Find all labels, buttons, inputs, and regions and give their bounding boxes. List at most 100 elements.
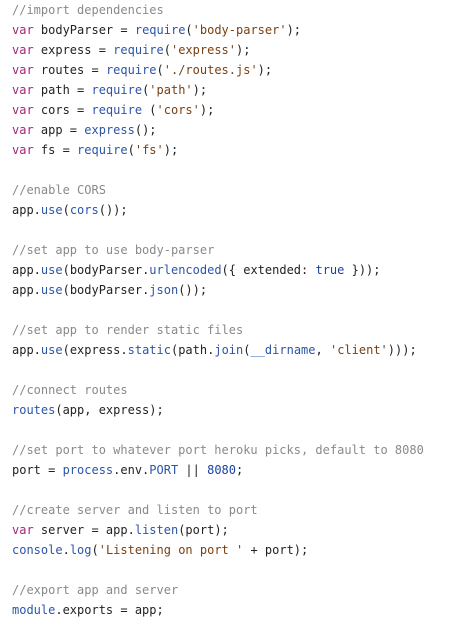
code-token-builtin: process [62,463,114,477]
code-line: var express = require('express'); [12,40,457,60]
code-token-plain: ); [286,23,302,37]
code-token-plain: cors = [33,103,92,117]
code-blank-line [12,220,457,240]
code-token-keyword: var [12,523,34,537]
code-blank-line [12,420,457,440]
code-token-plain: server = app. [33,523,135,537]
code-token-plain: .exports = app; [55,603,164,617]
code-token-builtin: PORT [149,463,179,477]
code-token-plain: ()); [178,283,208,297]
code-token-plain: ( [163,43,171,57]
code-token-comment: //import dependencies [12,3,164,17]
code-token-func: require [105,63,157,77]
code-token-plain: ( [127,143,135,157]
code-line: var routes = require('./routes.js'); [12,60,457,80]
code-token-plain: bodyParser = [33,23,135,37]
code-token-plain: (express. [62,343,128,357]
code-line: routes(app, express); [12,400,457,420]
code-token-plain: ({ extended: [221,263,316,277]
code-token-plain: ( [185,23,193,37]
code-line: //enable CORS [12,180,457,200]
code-token-plain: express = [33,43,114,57]
code-token-number: 8080 [207,463,236,477]
code-token-plain: ()); [98,203,128,217]
code-token-func: static [127,343,171,357]
code-token-comment: //set app to use body-parser [12,243,215,257]
code-token-func: use [40,263,63,277]
code-token-keyword: var [12,43,34,57]
code-token-plain: ; [236,463,244,477]
code-token-plain: (bodyParser. [62,283,150,297]
code-line: //create server and listen to port [12,500,457,520]
code-token-func: express [84,123,135,137]
code-token-plain: ( [243,343,251,357]
code-token-func: join [214,343,244,357]
code-line: //connect routes [12,380,457,400]
code-token-plain: ); [192,83,208,97]
code-token-plain: (path. [170,343,215,357]
code-token-comment: //set app to render static files [12,323,244,337]
code-line: app.use(cors()); [12,200,457,220]
code-token-plain: ); [257,63,273,77]
code-token-plain: app. [12,343,41,357]
code-token-func: use [40,203,63,217]
code-line: port = process.env.PORT || 8080; [12,460,457,480]
code-token-keyword: var [12,83,34,97]
code-line: var app = express(); [12,120,457,140]
code-line: //set port to whatever port heroku picks… [12,440,457,460]
code-token-keyword: var [12,63,34,77]
code-blank-line [12,480,457,500]
code-token-func: require [77,143,128,157]
code-token-plain: ( [91,543,99,557]
code-token-plain: app. [12,283,41,297]
code-token-keyword: var [12,103,34,117]
code-token-plain: routes = [33,63,106,77]
code-blank-line [12,360,457,380]
code-token-string: 'client' [329,343,388,357]
code-token-string: 'path' [149,83,193,97]
code-token-func: require [91,103,143,117]
code-token-plain: (); [134,123,157,137]
code-token-func: json [149,283,179,297]
code-token-plain: ( [142,83,150,97]
code-blank-line [12,300,457,320]
code-token-builtin: module [12,603,56,617]
code-token-func: use [40,283,63,297]
code-token-func: routes [12,403,56,417]
code-token-plain: app. [12,263,41,277]
code-line: app.use(bodyParser.urlencoded({ extended… [12,260,457,280]
code-token-string: 'Listening on port ' [98,543,244,557]
code-token-string: 'express' [170,43,237,57]
code-token-keyword: var [12,23,34,37]
code-token-plain: . [62,543,70,557]
code-token-plain: , [315,343,330,357]
code-line: //set app to use body-parser [12,240,457,260]
code-token-func: listen [134,523,179,537]
code-token-builtin: console [12,543,63,557]
code-token-keyword: var [12,123,34,137]
code-token-comment: //enable CORS [12,183,106,197]
code-editor: //import dependencies var bodyParser = re… [12,0,457,620]
code-token-plain: })); [344,263,381,277]
code-line: console.log('Listening on port ' + port)… [12,540,457,560]
code-token-plain: (port); [178,523,229,537]
code-token-builtin: __dirname [250,343,316,357]
code-line: var fs = require('fs'); [12,140,457,160]
code-token-comment: //create server and listen to port [12,503,258,517]
code-token-plain: port = [12,463,63,477]
code-token-plain: app = [33,123,85,137]
code-token-bool: true [315,263,345,277]
code-token-keyword: var [12,143,34,157]
code-token-plain: ( [142,103,157,117]
code-token-plain: (app, express); [55,403,164,417]
code-token-plain: ( [156,63,164,77]
code-token-func: require [91,83,143,97]
code-token-plain: ); [199,103,215,117]
code-token-plain: ); [163,143,179,157]
code-token-func: use [40,343,63,357]
code-token-plain: || [178,463,208,477]
code-token-string: 'body-parser' [192,23,287,37]
code-line: var bodyParser = require('body-parser'); [12,20,457,40]
code-token-string: './routes.js' [163,63,258,77]
code-line: //export app and server [12,580,457,600]
